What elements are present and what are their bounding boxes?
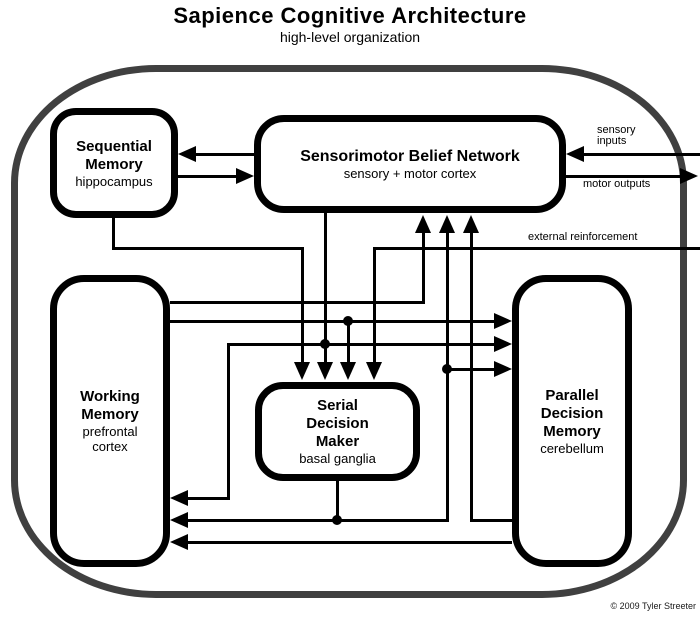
page-title: Sapience Cognitive Architecture xyxy=(173,3,527,28)
edge-wm-branch-hline xyxy=(170,320,494,323)
arrowhead-sdm-into-sbn xyxy=(439,215,455,233)
edge-sbn-to-sm-line xyxy=(195,153,254,156)
junction-dot-sdm-branch xyxy=(442,364,452,374)
agent-boundary-outline xyxy=(11,65,687,598)
node-subtitle: hippocampus xyxy=(75,173,153,189)
node-sensorimotor-belief-network: Sensorimotor Belief Network sensory + mo… xyxy=(254,115,566,213)
arrowhead-pdm-into-wm xyxy=(170,534,188,550)
node-parallel-decision-memory: Parallel Decision Memory cerebellum xyxy=(512,275,632,567)
arrowhead-wm-into-sdm xyxy=(340,362,356,380)
arrowhead-motor-outputs xyxy=(680,168,698,184)
node-subtitle: prefrontal cortex xyxy=(82,424,138,454)
edge-sdm-to-wm-hline xyxy=(188,519,449,522)
node-title: Serial Decision Maker xyxy=(306,397,369,450)
junction-dot-sdm-out xyxy=(332,515,342,525)
junction-dot-sbn-branch xyxy=(320,339,330,349)
arrowhead-sbn-into-pdm xyxy=(494,336,512,352)
arrowhead-sm-into-sdm xyxy=(294,362,310,380)
node-subtitle: basal ganglia xyxy=(299,451,376,466)
edge-sdm-to-sbn-vline xyxy=(446,233,449,522)
node-title: Sensorimotor Belief Network xyxy=(300,148,520,165)
arrowhead-wm-into-sbn xyxy=(415,215,431,233)
arrowhead-into-sequential-memory xyxy=(178,146,196,162)
node-title: Sequential Memory xyxy=(76,137,152,173)
edge-sbn-to-wm-vline xyxy=(227,343,230,500)
copyright-text: © 2009 Tyler Streeter xyxy=(610,601,696,611)
edge-sbn-branch-hline xyxy=(227,343,494,346)
node-title: Parallel Decision Memory xyxy=(540,386,604,440)
edge-sensory-inputs-line xyxy=(583,153,700,156)
arrowhead-wm-into-pdm xyxy=(494,313,512,329)
node-sequential-memory: Sequential Memory hippocampus xyxy=(50,108,178,218)
edge-sbn-to-wm-hline xyxy=(188,497,230,500)
node-working-memory: Working Memory prefrontal cortex xyxy=(50,275,170,567)
edge-motor-outputs-line xyxy=(566,175,682,178)
arrowhead-sensory-into-sbn xyxy=(566,146,584,162)
edge-sm-to-sdm-vline2 xyxy=(301,247,304,364)
arrowhead-sdm-into-pdm xyxy=(494,361,512,377)
junction-dot-wm-branch xyxy=(343,316,353,326)
edge-pdm-to-sbn-vline xyxy=(470,233,473,522)
arrowhead-external-into-sdm xyxy=(366,362,382,380)
edge-sm-to-sdm-hline xyxy=(112,247,304,250)
node-subtitle: cerebellum xyxy=(540,440,604,456)
edge-sbn-out-vline xyxy=(324,213,327,364)
edge-wm-to-sbn-vline xyxy=(422,233,425,304)
edge-external-reinforcement-hline xyxy=(373,247,700,250)
edge-external-reinforcement-vline xyxy=(373,247,376,364)
node-serial-decision-maker: Serial Decision Maker basal ganglia xyxy=(255,382,420,481)
page-subtitle: high-level organization xyxy=(279,29,421,45)
edge-wm-to-sdm-vline xyxy=(347,320,350,364)
node-title: Working Memory xyxy=(80,388,140,423)
arrowhead-sm-into-sbn xyxy=(236,168,254,184)
edge-sdm-out-vline xyxy=(336,481,339,522)
arrowhead-sbn-into-wm xyxy=(170,490,188,506)
edge-pdm-to-sbn-hline xyxy=(470,519,512,522)
arrowhead-pdm-into-sbn xyxy=(463,215,479,233)
label-external-reinforcement: external reinforcement xyxy=(528,231,638,243)
arrowhead-sdm-into-wm xyxy=(170,512,188,528)
arrowhead-sbn-into-sdm xyxy=(317,362,333,380)
node-subtitle: sensory + motor cortex xyxy=(343,166,477,181)
edge-sm-to-sbn-line xyxy=(178,175,238,178)
edge-pdm-to-wm-hline xyxy=(188,541,512,544)
label-motor-outputs: motor outputs xyxy=(583,178,651,190)
edge-wm-to-sbn-hline xyxy=(170,301,425,304)
edge-sm-to-sdm-vline1 xyxy=(112,218,115,250)
label-sensory-inputs: sensory inputs xyxy=(597,124,636,147)
